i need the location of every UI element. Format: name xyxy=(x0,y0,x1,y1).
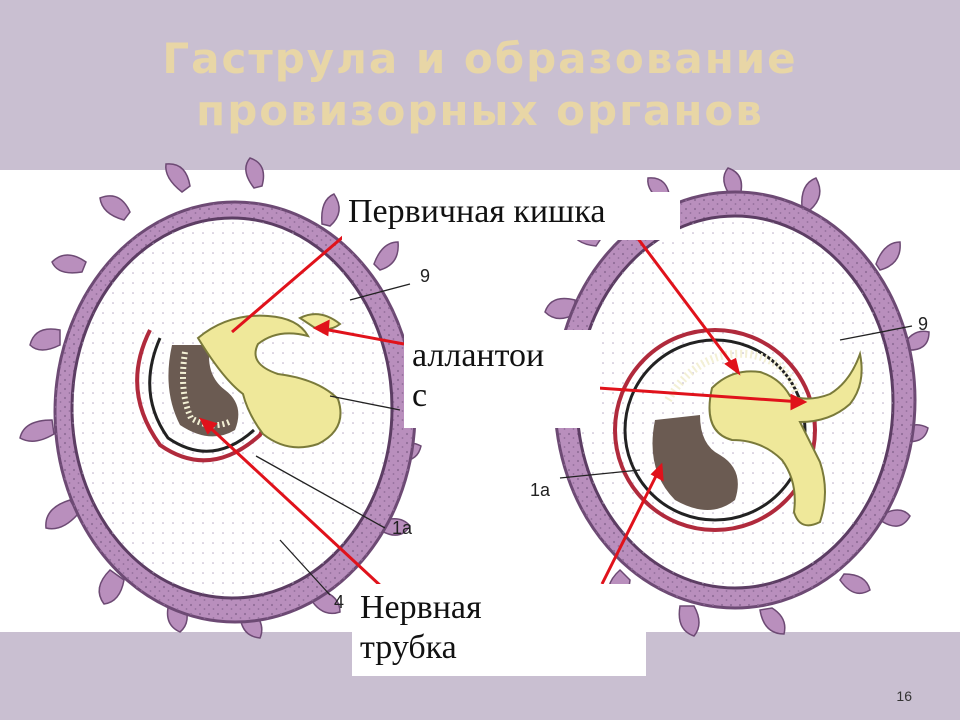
page-number: 16 xyxy=(896,688,912,704)
left-mark-1a: 1а xyxy=(392,518,413,538)
label-allantois: аллантои с xyxy=(404,330,600,428)
left-mark-9: 9 xyxy=(420,266,431,286)
label-neural-tube-line-2: трубка xyxy=(360,629,457,666)
label-allantois-line-1: аллантои xyxy=(412,337,545,374)
left-embryo xyxy=(19,157,422,639)
right-amnion xyxy=(613,328,817,532)
label-allantois-line-2: с xyxy=(412,377,428,414)
right-embryo-body xyxy=(652,415,738,510)
right-embryo xyxy=(544,167,930,637)
arrow-neural-right xyxy=(600,462,664,585)
label-primary-intestine-text: Первичная кишка xyxy=(348,193,606,230)
right-mark-9: 9 xyxy=(918,314,929,334)
slide-title-line-2: провизорных органов xyxy=(196,86,764,135)
left-mark-4: 4 xyxy=(334,592,345,612)
slide-title-line-1: Гаструла и образование xyxy=(162,34,798,83)
right-mark-1a: 1а xyxy=(530,480,551,500)
left-primary-gut xyxy=(196,314,342,449)
label-neural-tube-line-1: Нервная xyxy=(360,589,482,626)
label-primary-intestine: Первичная кишка xyxy=(342,192,680,240)
label-neural-tube: Нервная трубка xyxy=(352,584,646,676)
arrow-allantois-left xyxy=(312,319,405,346)
title-band: Гаструла и образование провизорных орган… xyxy=(0,0,960,170)
arrow-intestine-right xyxy=(628,227,741,376)
arrow-neural-left xyxy=(199,417,385,590)
